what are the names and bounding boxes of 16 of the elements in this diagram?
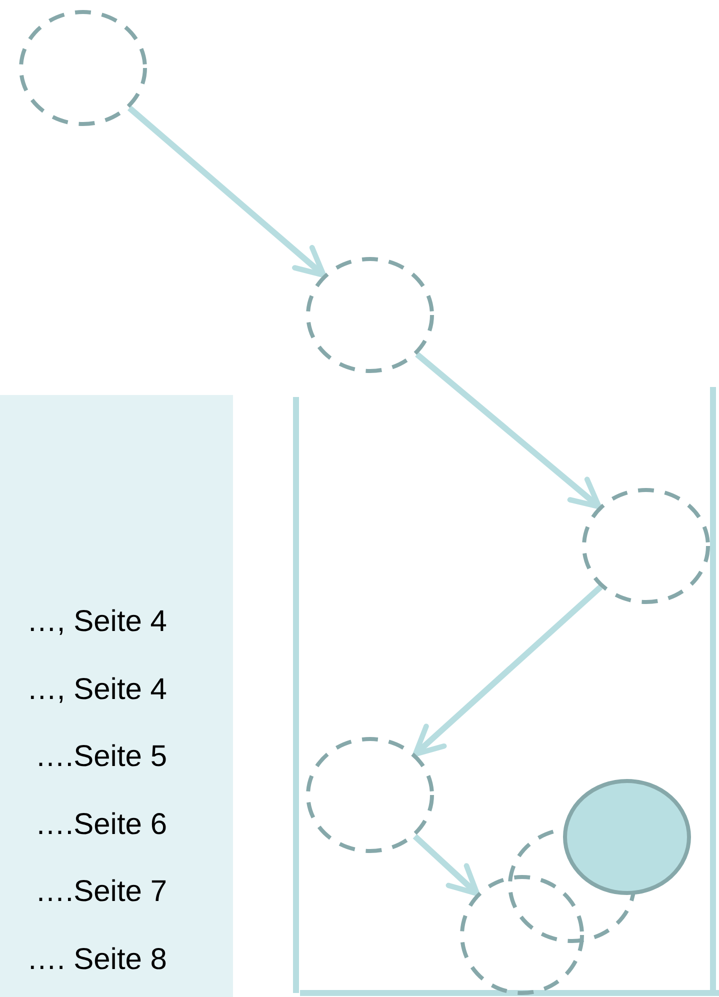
- arrow: [415, 352, 602, 510]
- dashed-circle: [19, 10, 147, 126]
- arrow: [412, 834, 480, 896]
- dashed-circle: [582, 488, 710, 604]
- arrow: [127, 106, 326, 278]
- arrow: [412, 584, 603, 757]
- page-reference: ….Seite 6: [35, 808, 167, 842]
- dashed-circle: [306, 737, 434, 853]
- page-reference: ….Seite 7: [35, 875, 167, 909]
- page-reference: …. Seite 8: [26, 943, 167, 977]
- dashed-circle: [306, 257, 434, 373]
- page-reference: ….Seite 5: [35, 740, 167, 774]
- particle-circle: [563, 779, 691, 895]
- page-reference: …, Seite 4: [26, 673, 167, 707]
- page-reference: …, Seite 4: [26, 605, 167, 639]
- dashed-circle: [460, 875, 584, 995]
